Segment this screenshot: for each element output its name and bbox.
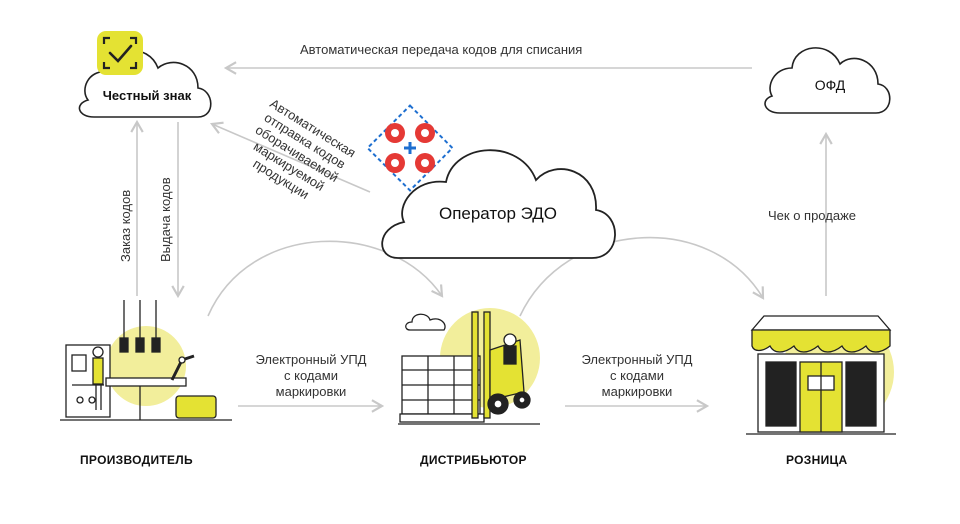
arrows xyxy=(130,61,833,413)
store-illustration xyxy=(746,315,896,435)
label-upd-1-line: с кодами xyxy=(284,368,338,383)
forklift-illustration xyxy=(398,308,540,425)
checkmark-logo-icon xyxy=(97,31,143,75)
edo-logo-icon xyxy=(366,104,454,192)
label-upd-2-line: маркировки xyxy=(601,384,673,399)
label-upd-2-line: Электронный УПД xyxy=(581,352,693,367)
node-producer: ПРОИЗВОДИТЕЛЬ xyxy=(80,453,193,467)
cloud-ofd xyxy=(764,47,891,114)
label-sale-receipt: Чек о продаже xyxy=(768,208,856,223)
label-upd-2: Электронный УПД с кодами маркировки xyxy=(562,352,712,400)
label-order-codes: Заказ кодов xyxy=(118,189,133,262)
arrow-distributor-to-retail xyxy=(519,236,765,317)
factory-illustration xyxy=(60,300,232,421)
label-upd-2-line: с кодами xyxy=(610,368,664,383)
label-upd-1-line: маркировки xyxy=(275,384,347,399)
node-distributor: ДИСТРИБЬЮТОР xyxy=(420,453,527,467)
label-auto-writeoff: Автоматическая передача кодов для списан… xyxy=(300,42,583,57)
label-issue-codes: Выдача кодов xyxy=(158,177,173,262)
arrow-producer-to-distributor xyxy=(207,240,444,317)
node-retail: РОЗНИЦА xyxy=(786,453,848,467)
label-upd-1: Электронный УПД с кодами маркировки xyxy=(236,352,386,400)
node-ofd: ОФД xyxy=(814,77,846,93)
label-upd-1-line: Электронный УПД xyxy=(255,352,367,367)
cloud-edo xyxy=(381,149,616,259)
node-edo-operator: Оператор ЭДО xyxy=(438,204,558,223)
node-chestny-znak: Честный знак xyxy=(102,88,192,103)
arrow-edo-to-cz xyxy=(210,121,371,193)
